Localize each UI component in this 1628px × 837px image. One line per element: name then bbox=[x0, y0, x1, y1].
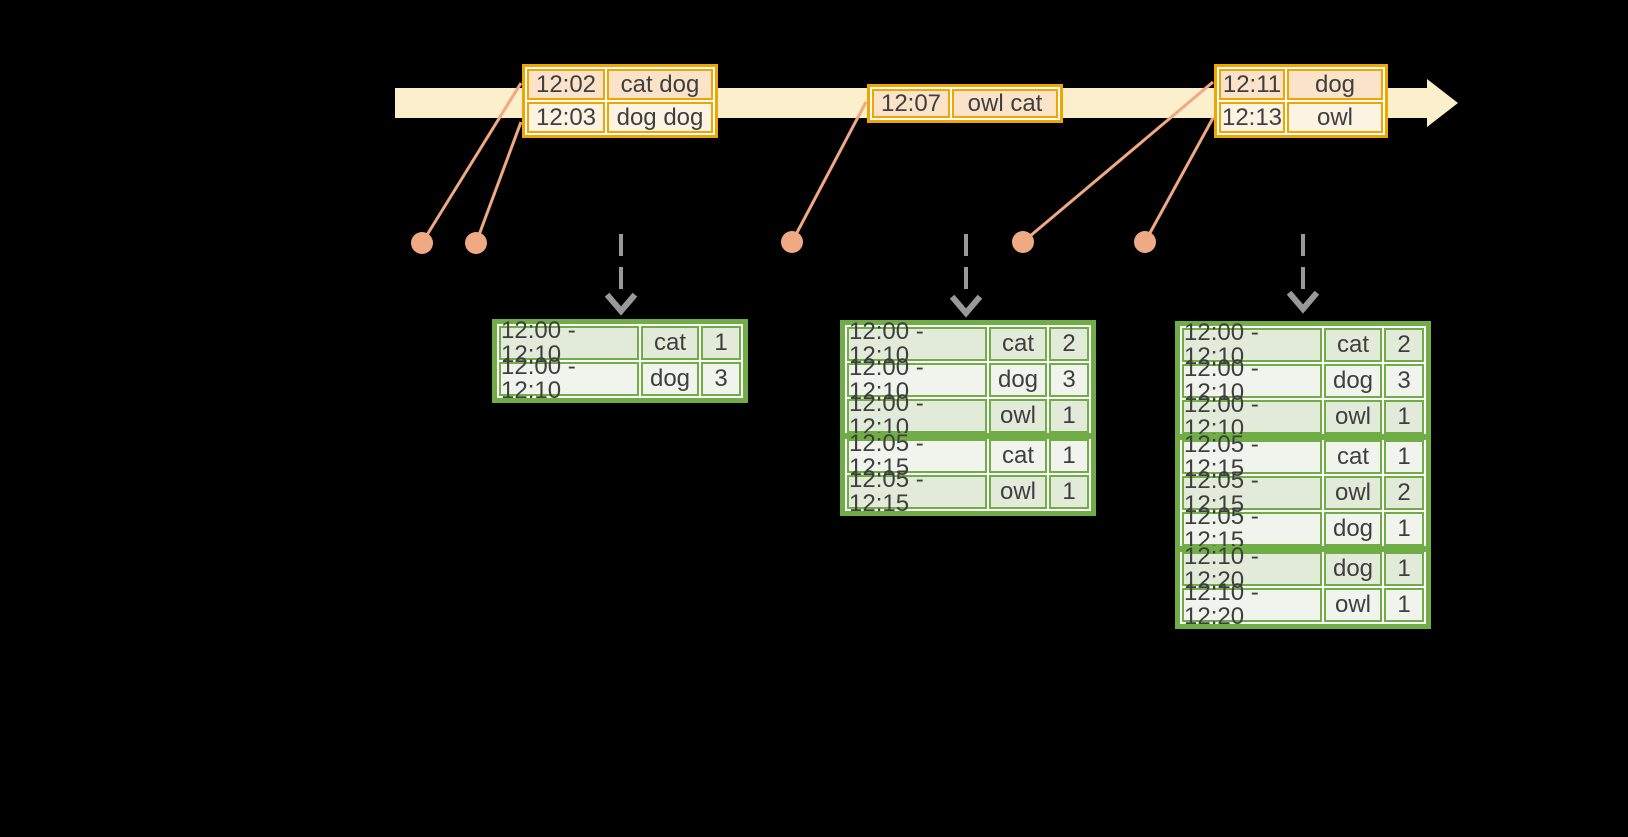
event-marker-dot bbox=[465, 232, 487, 254]
event-connector-line bbox=[420, 82, 523, 244]
result-row: 12:05 - 12:15 cat 1 bbox=[847, 432, 1089, 480]
window-group-separator bbox=[845, 433, 1091, 439]
event-words-cell: dog bbox=[1287, 69, 1383, 100]
word-cell: owl bbox=[1324, 400, 1382, 434]
word-cell: owl bbox=[989, 475, 1047, 509]
word-cell: dog bbox=[1324, 512, 1382, 546]
result-row: 12:00 - 12:10 cat 2 bbox=[1182, 321, 1424, 369]
window-cell: 12:00 - 12:10 bbox=[847, 392, 987, 440]
result-row: 12:10 - 12:20 dog 1 bbox=[1182, 545, 1424, 593]
count-cell: 1 bbox=[1384, 400, 1424, 434]
event-words-cell: cat dog bbox=[607, 69, 713, 100]
window-cell: 12:00 - 12:10 bbox=[499, 319, 639, 367]
count-cell: 3 bbox=[1049, 363, 1089, 397]
window-cell: 12:00 - 12:10 bbox=[847, 320, 987, 368]
trigger-arrowhead-icon bbox=[1286, 290, 1320, 314]
window-cell: 12:00 - 12:10 bbox=[1182, 393, 1322, 441]
count-cell: 3 bbox=[701, 362, 741, 396]
count-cell: 2 bbox=[1384, 328, 1424, 362]
window-cell: 12:05 - 12:15 bbox=[847, 432, 987, 480]
word-cell: owl bbox=[1324, 588, 1382, 622]
event-row: 12:07 owl cat bbox=[872, 89, 1058, 118]
event-row: 12:03 dog dog bbox=[527, 102, 713, 133]
word-cell: cat bbox=[989, 439, 1047, 473]
word-cell: owl bbox=[989, 399, 1047, 433]
window-cell: 12:10 - 12:20 bbox=[1182, 545, 1322, 593]
window-cell: 12:05 - 12:15 bbox=[847, 468, 987, 516]
result-row: 12:05 - 12:15 owl 1 bbox=[847, 468, 1089, 516]
trigger-arrowhead-icon bbox=[604, 292, 638, 316]
result-table-1: 12:00 - 12:10 cat 1 12:00 - 12:10 dog 3 bbox=[492, 319, 748, 403]
result-row: 12:00 - 12:10 cat 2 bbox=[847, 320, 1089, 368]
result-row: 12:00 - 12:10 owl 1 bbox=[847, 392, 1089, 440]
window-group-separator bbox=[1180, 434, 1426, 440]
window-cell: 12:05 - 12:15 bbox=[1182, 469, 1322, 517]
count-cell: 1 bbox=[1384, 552, 1424, 586]
window-cell: 12:00 - 12:10 bbox=[847, 356, 987, 404]
result-table-2: 12:00 - 12:10 cat 2 12:00 - 12:10 dog 3 … bbox=[840, 320, 1096, 516]
result-row: 12:00 - 12:10 owl 1 bbox=[1182, 393, 1424, 441]
count-cell: 2 bbox=[1049, 327, 1089, 361]
result-row: 12:00 - 12:10 dog 3 bbox=[499, 355, 741, 403]
event-connector-line bbox=[474, 121, 523, 244]
event-time-cell: 12:02 bbox=[527, 69, 605, 100]
word-cell: dog bbox=[989, 363, 1047, 397]
event-table-3: 12:11 dog 12:13 owl bbox=[1214, 64, 1388, 138]
word-cell: dog bbox=[1324, 552, 1382, 586]
event-connector-line bbox=[1022, 80, 1214, 244]
window-group-separator bbox=[1180, 546, 1426, 552]
result-table-3: 12:00 - 12:10 cat 2 12:00 - 12:10 dog 3 … bbox=[1175, 321, 1431, 629]
event-time-cell: 12:07 bbox=[872, 89, 950, 118]
word-cell: cat bbox=[641, 326, 699, 360]
word-cell: owl bbox=[1324, 476, 1382, 510]
result-row: 12:10 - 12:20 owl 1 bbox=[1182, 581, 1424, 629]
event-connector-line bbox=[790, 101, 868, 243]
event-table-1: 12:02 cat dog 12:03 dog dog bbox=[522, 64, 718, 138]
window-cell: 12:00 - 12:10 bbox=[499, 355, 639, 403]
event-marker-dot bbox=[1134, 231, 1156, 253]
result-row: 12:00 - 12:10 dog 3 bbox=[847, 356, 1089, 404]
word-cell: cat bbox=[1324, 440, 1382, 474]
event-marker-dot bbox=[1012, 231, 1034, 253]
result-row: 12:05 - 12:15 owl 2 bbox=[1182, 469, 1424, 517]
event-time-cell: 12:11 bbox=[1219, 69, 1285, 100]
result-row: 12:00 - 12:10 dog 3 bbox=[1182, 357, 1424, 405]
word-cell: dog bbox=[1324, 364, 1382, 398]
trigger-arrowhead-icon bbox=[949, 294, 983, 318]
window-cell: 12:10 - 12:20 bbox=[1182, 581, 1322, 629]
count-cell: 1 bbox=[1384, 588, 1424, 622]
event-time-cell: 12:03 bbox=[527, 102, 605, 133]
result-row: 12:00 - 12:10 cat 1 bbox=[499, 319, 741, 367]
timeline-arrowhead-icon bbox=[1427, 79, 1458, 127]
event-words-cell: owl bbox=[1287, 102, 1383, 133]
event-connector-line bbox=[1143, 117, 1215, 243]
count-cell: 2 bbox=[1384, 476, 1424, 510]
event-time-cell: 12:13 bbox=[1219, 102, 1285, 133]
window-cell: 12:00 - 12:10 bbox=[1182, 321, 1322, 369]
word-cell: dog bbox=[641, 362, 699, 396]
event-table-2: 12:07 owl cat bbox=[867, 84, 1063, 123]
event-row: 12:02 cat dog bbox=[527, 69, 713, 100]
count-cell: 1 bbox=[1049, 399, 1089, 433]
event-row: 12:11 dog bbox=[1219, 69, 1383, 100]
event-marker-dot bbox=[411, 232, 433, 254]
event-row: 12:13 owl bbox=[1219, 102, 1383, 133]
count-cell: 1 bbox=[701, 326, 741, 360]
count-cell: 1 bbox=[1049, 439, 1089, 473]
count-cell: 1 bbox=[1384, 512, 1424, 546]
window-cell: 12:05 - 12:15 bbox=[1182, 505, 1322, 553]
event-words-cell: owl cat bbox=[952, 89, 1058, 118]
word-cell: cat bbox=[1324, 328, 1382, 362]
word-cell: cat bbox=[989, 327, 1047, 361]
result-row: 12:05 - 12:15 dog 1 bbox=[1182, 505, 1424, 553]
count-cell: 1 bbox=[1049, 475, 1089, 509]
event-words-cell: dog dog bbox=[607, 102, 713, 133]
count-cell: 3 bbox=[1384, 364, 1424, 398]
event-marker-dot bbox=[781, 231, 803, 253]
count-cell: 1 bbox=[1384, 440, 1424, 474]
